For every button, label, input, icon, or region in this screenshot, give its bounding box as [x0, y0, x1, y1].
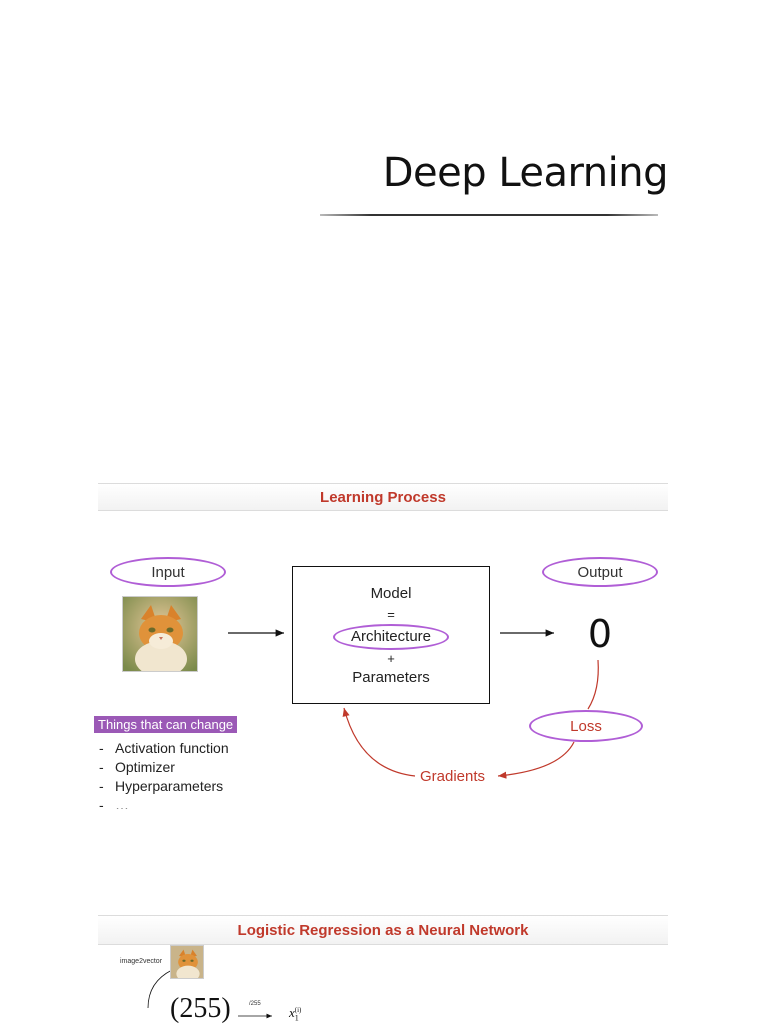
model-box: Model = Architecture + Parameters — [292, 566, 490, 704]
pixel-value: 255 — [179, 993, 222, 1024]
change-item: -Hyperparameters — [99, 778, 224, 794]
slide-banner-logistic-regression: Logistic Regression as a Neural Network — [98, 915, 668, 945]
arrow-image-to-vector — [147, 969, 173, 1009]
title-divider — [320, 214, 658, 216]
feature-symbol: x1(i) — [289, 1005, 302, 1023]
change-item: -Activation function — [99, 740, 229, 756]
arrow-output-to-loss — [587, 659, 599, 710]
normalize-label: /255 — [249, 1001, 261, 1007]
image2vector-label: image2vector — [120, 958, 163, 965]
model-line-parameters: Parameters — [352, 669, 430, 686]
architecture-highlight-oval — [333, 624, 449, 650]
input-label: Input — [110, 557, 226, 587]
arrow-loss-to-gradients — [497, 741, 575, 779]
model-line-architecture: Architecture — [350, 628, 432, 645]
cat-photo — [122, 596, 198, 672]
pixel-vector: (255) — [170, 993, 231, 1024]
gradients-label: Gradients — [420, 768, 486, 785]
model-line-equals: = — [387, 607, 395, 622]
output-value: 0 — [587, 612, 613, 656]
change-item: -… — [99, 797, 129, 809]
cat-thumbnail — [170, 945, 204, 979]
changes-header: Things that can change — [94, 716, 238, 733]
page-title: Deep Learning — [382, 150, 669, 196]
model-line-plus: + — [387, 651, 395, 666]
arrow-gradients-to-model — [342, 707, 416, 777]
change-item: -Optimizer — [99, 759, 175, 775]
loss-label: Loss — [529, 710, 643, 742]
output-label: Output — [542, 557, 658, 587]
slide-banner-learning-process: Learning Process — [98, 483, 668, 511]
model-line-model: Model — [370, 585, 412, 602]
